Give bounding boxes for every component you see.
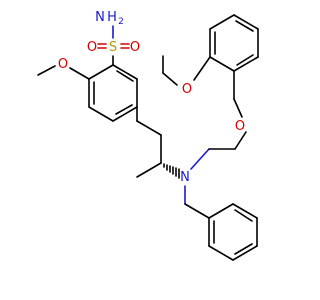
amide-hydrogen: H (107, 10, 117, 25)
methoxy-group: O (37, 57, 90, 80)
ether-oxygen-atom: O (235, 119, 245, 134)
structure-canvas: S O O N H 2 O N O (37, 10, 259, 261)
sulfonyl-oxygen-right: O (130, 40, 140, 55)
molecule-structure: S O O N H 2 O N O (37, 10, 259, 261)
benzyl-group (184, 185, 210, 219)
amide-nitrogen-atom: N (95, 10, 105, 25)
sulfur-atom: S (109, 40, 117, 55)
sulfonamide-group: S O O N H 2 (87, 10, 140, 66)
ethoxy-oxygen-atom: O (182, 82, 192, 97)
benzene-ring-benzyl (208, 203, 258, 261)
amide-hydrogen-count: 2 (118, 17, 124, 27)
ethoxy-group: O (162, 55, 211, 97)
propyl-chain (136, 106, 180, 179)
methoxy-oxygen-atom: O (58, 57, 68, 72)
amine-nitrogen-atom: N (180, 170, 190, 185)
ethoxy-linker: O (190, 119, 247, 170)
benzene-ring-right (209, 14, 259, 118)
benzene-ring-left (88, 64, 138, 122)
sulfonyl-oxygen-left: O (87, 40, 97, 55)
